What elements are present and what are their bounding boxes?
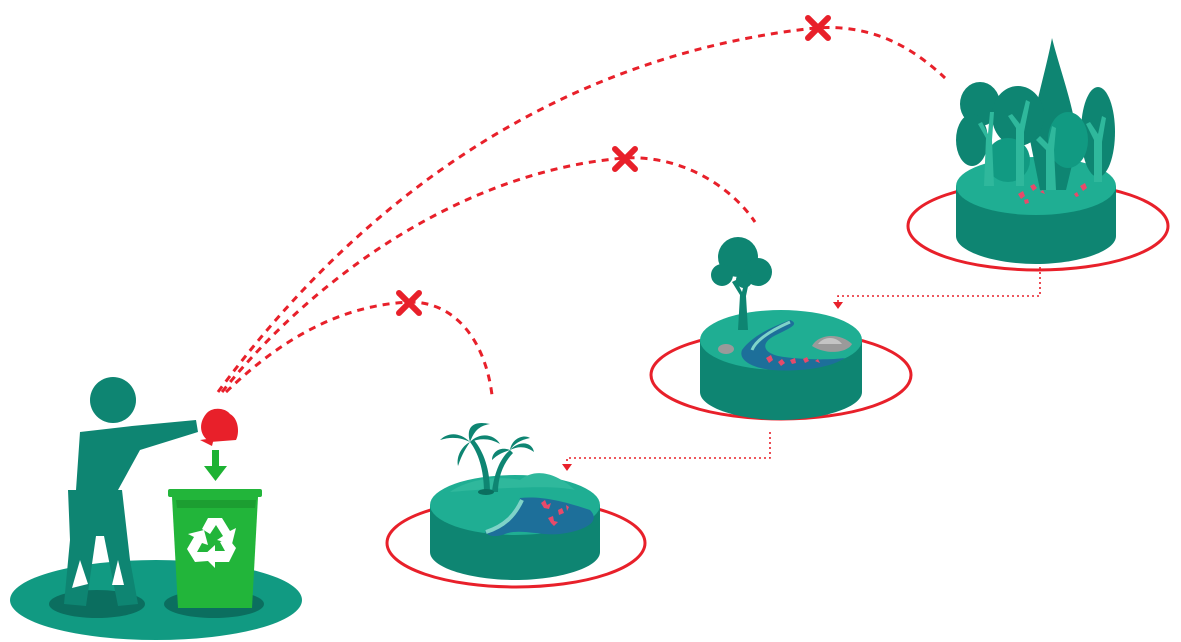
- litter-marks: [766, 355, 820, 366]
- habitat-river: [649, 237, 913, 421]
- connector-forest-to-river: [837, 262, 1041, 304]
- into-bin-arrow: [204, 450, 227, 481]
- person-and-bin: [10, 377, 302, 640]
- trajectory-to-river: [220, 156, 757, 393]
- cross-mark-icon: [396, 290, 422, 316]
- litter-marks: [1018, 183, 1087, 204]
- recycle-symbol-icon: [187, 518, 236, 568]
- river-tree-icon: [711, 237, 772, 330]
- island-palm-icon: [440, 422, 534, 495]
- habitat-forest: [906, 38, 1170, 272]
- habitat-island: [385, 422, 647, 589]
- forest-icon: [956, 38, 1115, 190]
- litter-bag-icon: [200, 408, 238, 446]
- trajectory-to-forest: [216, 26, 947, 393]
- blocked-markers: [396, 15, 831, 316]
- rock: [718, 335, 852, 354]
- habitat-connectors: [566, 262, 1041, 466]
- connector-river-to-island: [566, 432, 771, 466]
- litter-marks: [541, 500, 569, 526]
- cross-mark-icon: [805, 15, 831, 41]
- trajectory-to-island: [224, 300, 494, 396]
- person-throwing-icon: [64, 377, 198, 606]
- recycling-bin-icon: [168, 489, 262, 608]
- cross-mark-icon: [612, 146, 638, 172]
